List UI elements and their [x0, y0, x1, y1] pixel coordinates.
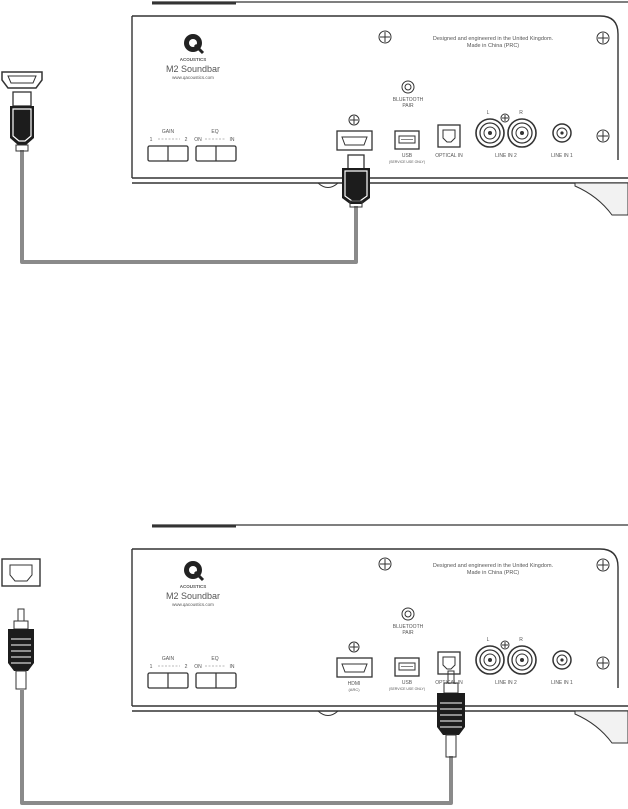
screw-icon	[596, 558, 610, 572]
brand-text: ACOUSTICS	[180, 584, 207, 589]
optical-plug-icon	[8, 608, 34, 690]
left-channel-label: L	[487, 637, 490, 643]
hdmi-socket-icon	[1, 71, 43, 89]
optical-socket-icon	[1, 558, 41, 587]
usb-port	[394, 130, 420, 150]
screw-icon	[348, 114, 360, 126]
hdmi-sub-label: (ARC)	[348, 687, 360, 692]
hdmi-plug-icon	[342, 154, 370, 208]
screw-icon	[596, 129, 610, 143]
screw-icon	[500, 640, 510, 650]
eq-on-label: ON	[194, 664, 202, 670]
optical-label: OPTICAL IN	[435, 153, 463, 159]
rca-jack-left	[475, 118, 505, 148]
screw-icon	[596, 656, 610, 670]
pair-label: PAIR	[402, 103, 414, 109]
optical-cable	[20, 690, 453, 805]
optical-port	[437, 651, 461, 675]
aux-jack	[552, 650, 572, 670]
line-in-2-label: LINE IN 2	[495, 680, 517, 686]
hdmi-port	[336, 657, 373, 678]
eq-in-label: IN	[230, 664, 235, 670]
eq-in-label: IN	[230, 137, 235, 143]
aux-jack	[552, 123, 572, 143]
usb-sub-label: (SERVICE USE ONLY)	[389, 687, 425, 691]
eq-label: EQ	[211, 656, 218, 662]
website-text: www.qacoustics.com	[172, 602, 214, 607]
eq-label: EQ	[211, 129, 218, 135]
screw-icon	[378, 557, 392, 571]
model-name: M2 Soundbar	[166, 64, 220, 74]
bluetooth-pair-button	[401, 80, 415, 94]
soundbar-panel-hdmi: ACOUSTICS M2 Soundbar www.qacoustics.com…	[1, 1, 628, 264]
usb-sub-label: (SERVICE USE ONLY)	[389, 160, 425, 164]
gain-2-label: 2	[185, 664, 188, 670]
usb-label: USB	[402, 680, 413, 686]
line-in-1-label: LINE IN 1	[551, 680, 573, 686]
hdmi-port	[336, 130, 373, 151]
right-channel-label: R	[519, 110, 523, 116]
soundbar-stand	[574, 182, 628, 216]
rca-jack-right	[507, 118, 537, 148]
q-acoustics-logo-icon	[184, 34, 205, 55]
screw-icon	[348, 641, 360, 653]
hdmi-plug-icon	[10, 91, 34, 152]
rca-jack-right	[507, 645, 537, 675]
rca-jack-left	[475, 645, 505, 675]
line-in-1-label: LINE IN 1	[551, 153, 573, 159]
gain-1-label: 1	[150, 664, 153, 670]
usb-label: USB	[402, 153, 413, 159]
right-channel-label: R	[519, 637, 523, 643]
soundbar-stand	[574, 710, 628, 744]
q-acoustics-logo-icon	[184, 561, 205, 582]
soundbar-body	[131, 548, 628, 712]
optical-plug-icon	[437, 670, 465, 758]
left-channel-label: L	[487, 110, 490, 116]
model-name: M2 Soundbar	[166, 591, 220, 601]
made-in-text: Made in China (PRC)	[467, 43, 519, 49]
soundbar-panel-optical: ACOUSTICS M2 Soundbar www.qacoustics.com…	[1, 524, 628, 805]
optical-port	[437, 124, 461, 148]
line-in-2-label: LINE IN 2	[495, 153, 517, 159]
usb-port	[394, 657, 420, 677]
eq-on-label: ON	[194, 137, 202, 143]
hdmi-cable	[20, 150, 358, 264]
gain-label: GAIN	[162, 656, 175, 662]
screw-icon	[500, 113, 510, 123]
bluetooth-pair-button	[401, 607, 415, 621]
website-text: www.qacoustics.com	[172, 75, 214, 80]
brand-text: ACOUSTICS	[180, 57, 207, 62]
bluetooth-label: BLUETOOTH	[393, 97, 424, 103]
bluetooth-label: BLUETOOTH	[393, 624, 424, 630]
pair-label: PAIR	[402, 630, 414, 636]
soundbar-body	[131, 15, 628, 184]
screw-icon	[596, 31, 610, 45]
screw-icon	[378, 30, 392, 44]
gain-1-label: 1	[150, 137, 153, 143]
designed-text: Designed and engineered in the United Ki…	[433, 36, 554, 42]
designed-text: Designed and engineered in the United Ki…	[433, 563, 554, 569]
gain-label: GAIN	[162, 129, 175, 135]
gain-2-label: 2	[185, 137, 188, 143]
hdmi-label: HDMI	[348, 681, 361, 687]
made-in-text: Made in China (PRC)	[467, 570, 519, 576]
